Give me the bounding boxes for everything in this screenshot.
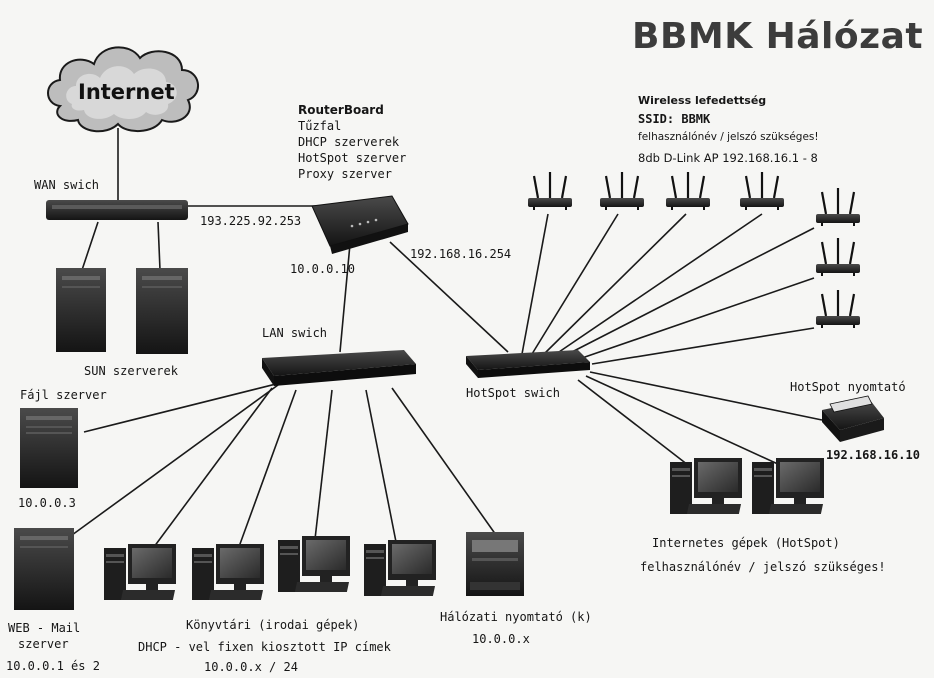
hotspot-switch-label: HotSpot swich <box>466 386 560 400</box>
wireless-aps: 8db D-Link AP 192.168.16.1 - 8 <box>638 151 818 165</box>
network-printer-ip: 10.0.0.x <box>472 632 530 646</box>
internet-pcs-label: Internetes gépek (HotSpot) <box>652 536 840 550</box>
wireless-title: Wireless lefedettség <box>638 94 767 107</box>
webmail-server-icon <box>14 528 74 610</box>
link-lan-pc4 <box>365 389 399 553</box>
lan-switch-label: LAN swich <box>262 326 328 340</box>
file-server-icon <box>20 408 78 488</box>
link-hotspot-pc2 <box>585 375 781 466</box>
lan-switch-icon <box>262 350 416 386</box>
wireless-note: felhasználónév / jelszó szükséges! <box>638 131 819 143</box>
access-point-icons <box>526 170 862 330</box>
router-hotspot-ip: 192.168.16.254 <box>410 247 512 261</box>
wan-switch-label: WAN swich <box>34 178 100 192</box>
link-lan-netprinter <box>391 387 497 536</box>
internet-pc-icons <box>670 458 824 514</box>
wan-switch-icon <box>46 200 188 220</box>
file-server-label: Fájl szerver <box>20 388 107 402</box>
link-router-lan <box>339 243 351 353</box>
router-feature-hotspot: HotSpot szerver <box>298 151 407 165</box>
internet-pcs-note: felhasználónév / jelszó szükséges! <box>640 560 886 574</box>
webmail-ip: 10.0.0.1 és 2 <box>6 659 100 673</box>
link-hotspot-ap6 <box>581 277 815 359</box>
library-pcs-ip: 10.0.0.x / 24 <box>204 660 298 674</box>
wireless-ssid: SSID: BBMK <box>638 112 711 126</box>
router-feature-proxy: Proxy szerver <box>298 167 392 181</box>
routerboard-name: RouterBoard <box>298 103 384 117</box>
network-printer-icon <box>466 532 524 596</box>
link-lan-fileserver <box>83 379 293 433</box>
link-hotspot-printer <box>589 371 823 421</box>
link-hotspot-ap4 <box>555 213 763 355</box>
link-lan-pc3 <box>313 389 333 549</box>
link-lan-webmail <box>71 384 279 536</box>
sun-server-icons <box>56 268 188 354</box>
link-hotspot-ap7 <box>591 327 815 365</box>
webmail-label-line2: szerver <box>18 637 69 651</box>
link-hotspot-ap3 <box>543 213 687 355</box>
link-hotspot-ap1 <box>521 213 549 355</box>
routerboard-icon <box>311 195 409 254</box>
webmail-label-line1: WEB - Mail <box>8 621 81 635</box>
library-pcs-label: Könyvtári (irodai gépek) <box>186 618 360 632</box>
internet-cloud <box>47 46 199 133</box>
hotspot-printer-icon <box>822 395 884 442</box>
routerboard-info: RouterBoard Tűzfal DHCP szerverek HotSpo… <box>298 102 406 182</box>
link-lan-pc2 <box>235 389 297 556</box>
network-printer-label: Hálózati nyomtató (k) <box>440 610 592 624</box>
library-pc-icons <box>104 536 436 600</box>
wireless-info: Wireless lefedettség SSID: BBMK felhaszn… <box>638 92 819 167</box>
router-feature-dhcp: DHCP szerverek <box>298 135 400 149</box>
link-hotspot-pc1 <box>577 379 689 466</box>
hotspot-printer-label: HotSpot nyomtató <box>790 380 906 394</box>
hotspot-printer-ip: 192.168.16.10 <box>826 448 920 462</box>
link-wan-sun1 <box>81 221 99 271</box>
router-wan-ip: 193.225.92.253 <box>200 214 302 228</box>
sun-servers-label: SUN szerverek <box>84 364 178 378</box>
link-hotspot-ap5 <box>567 227 815 355</box>
link-wan-sun2 <box>157 221 161 271</box>
file-server-ip: 10.0.0.3 <box>18 496 76 510</box>
hotspot-switch-icon <box>466 350 590 378</box>
connection-lines <box>71 128 823 556</box>
router-lan-ip: 10.0.0.10 <box>290 262 356 276</box>
link-hotspot-ap2 <box>531 213 619 355</box>
internet-label: Internet <box>78 80 175 104</box>
library-dhcp-note: DHCP - vel fixen kiosztott IP címek <box>138 640 391 654</box>
diagram-title: BBMK Hálózat <box>632 16 924 57</box>
router-feature-firewall: Tűzfal <box>298 119 342 133</box>
link-lan-pc1 <box>147 387 273 556</box>
link-router-hotspot <box>389 241 509 353</box>
